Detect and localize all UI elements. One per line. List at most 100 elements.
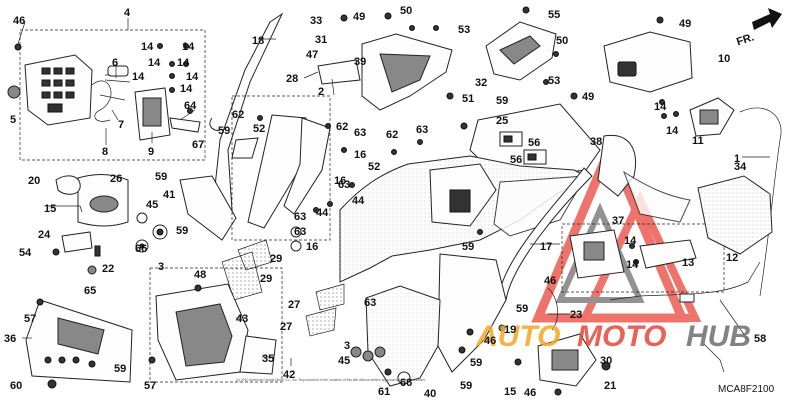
callout-50: 50 [556,35,568,47]
meter-bracket [469,103,601,181]
callout-56: 56 [510,154,522,166]
callout-63: 63 [294,226,306,238]
callout-13: 13 [682,257,694,269]
leader-lines [17,18,770,366]
callout-26: 26 [110,173,122,185]
callout-53: 53 [548,75,560,87]
right-side-shrouds [597,134,773,255]
callout-16: 16 [354,149,366,161]
callout-48: 48 [194,269,206,281]
callout-10: 10 [718,53,730,65]
callout-14: 14 [132,71,145,83]
callout-17: 17 [540,241,552,253]
left-column-parts [48,174,168,275]
callout-14: 14 [624,235,637,247]
mesh-pads [221,239,345,337]
lower-tray [25,298,156,389]
callout-52: 52 [368,161,380,173]
callout-14: 14 [180,83,193,95]
front-direction-indicator: FR. [735,8,782,48]
callout-6: 6 [112,57,118,69]
callout-1: 1 [734,153,740,165]
callout-14: 14 [666,125,679,137]
callout-5: 5 [10,114,16,126]
callout-59: 59 [114,363,126,375]
callout-63: 63 [364,297,376,309]
callout-53: 53 [458,24,470,36]
callout-42: 42 [283,369,295,381]
callout-67: 67 [192,139,204,151]
callout-36: 36 [4,333,16,345]
callout-14: 14 [654,101,667,113]
callout-33: 33 [310,15,322,27]
callout-45: 45 [146,199,158,211]
callout-4: 4 [124,7,131,19]
callout-15: 15 [504,386,516,398]
callout-28: 28 [286,73,298,85]
center-bracket [485,6,578,100]
front-direction-label: FR. [735,31,756,48]
callout-50: 50 [400,5,412,17]
callout-56: 56 [528,137,540,149]
callout-9: 9 [148,146,154,158]
callout-64: 64 [184,100,197,112]
watermark-moto: MOTO [577,320,666,353]
callout-46: 46 [484,335,496,347]
callout-15: 15 [44,203,56,215]
callout-44: 44 [352,195,365,207]
inner-pocket-box [149,267,283,383]
upper-center-panel [317,12,468,130]
callout-62: 62 [232,109,244,121]
callout-14: 14 [177,57,190,69]
control-module [603,16,782,297]
callout-29: 29 [260,273,272,285]
callout-7: 7 [118,119,124,131]
callout-46: 46 [544,275,556,287]
callout-14: 14 [186,71,199,83]
callout-34: 34 [734,161,747,173]
callout-62: 62 [386,129,398,141]
diagram-code: MCA8F2100 [718,384,775,395]
callout-45: 45 [338,355,350,367]
callout-3: 3 [344,340,350,352]
callout-51: 51 [462,93,474,105]
callout-19: 19 [504,324,516,336]
callout-39: 39 [354,56,366,68]
callout-66: 66 [135,243,147,255]
callout-49: 49 [582,91,594,103]
callout-47: 47 [306,49,318,61]
callout-3: 3 [158,261,164,273]
callout-49: 49 [679,18,691,30]
callout-21: 21 [604,380,616,392]
callout-38: 38 [590,136,602,148]
watermark-auto: AUTO [475,320,560,353]
inner-panels [231,95,423,252]
callout-43: 43 [236,313,248,325]
callout-22: 22 [102,263,114,275]
callout-40: 40 [424,388,436,400]
copyright-notice: (c) 2010 American Honda Motor Co., Inc. … [236,378,425,382]
callout-37: 37 [612,215,624,227]
callout-58: 58 [754,333,766,345]
callout-11: 11 [692,135,704,147]
callout-55: 55 [548,9,560,21]
callout-66: 66 [400,377,412,389]
callout-27: 27 [280,321,292,333]
callout-8: 8 [102,146,108,158]
callout-16: 16 [334,175,346,187]
watermark-logo: AUTO MOTO HUB [475,320,751,353]
callout-49: 49 [353,11,365,23]
callout-54: 54 [19,247,32,259]
callout-25: 25 [496,115,508,127]
callout-2: 2 [318,86,324,98]
callout-57: 57 [24,313,36,325]
callout-31: 31 [315,34,327,46]
callout-62: 62 [336,121,348,133]
callout-46: 46 [13,15,25,27]
callout-27: 27 [288,299,300,311]
lower-front-cover [350,167,593,387]
callout-59: 59 [155,171,167,183]
callout-59: 59 [218,125,230,137]
callout-30: 30 [600,355,612,367]
lower-right-parts [498,261,761,396]
